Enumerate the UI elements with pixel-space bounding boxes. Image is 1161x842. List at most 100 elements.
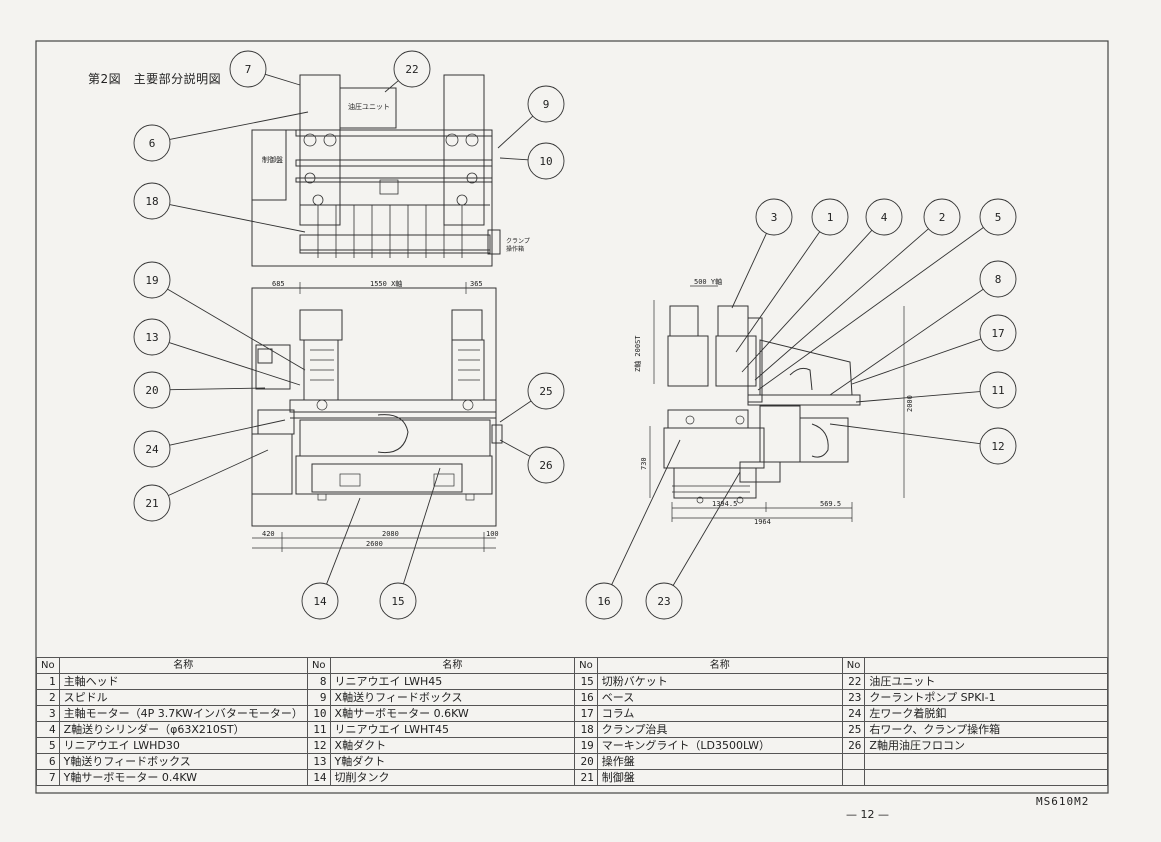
- callout-circle: [301, 582, 339, 620]
- callout-circle: [811, 198, 849, 236]
- dim-365: 365: [470, 280, 483, 288]
- part-name: 切削タンク: [329, 769, 576, 786]
- part-number: 13: [306, 753, 331, 770]
- callout-leader: [167, 288, 306, 371]
- part-name: X軸送りフィードボックス: [329, 689, 576, 706]
- label-clamp-panel-2: 操作箱: [506, 245, 524, 253]
- part-name: スピドル: [58, 689, 308, 706]
- part-number: 20: [574, 753, 598, 770]
- front-view: [251, 282, 503, 552]
- callout-circle: [585, 582, 623, 620]
- part-number: 24: [841, 705, 866, 722]
- part-name: Y軸送りフィードボックス: [58, 753, 308, 770]
- part-name: 主軸ヘッド: [58, 673, 308, 690]
- part-name: Z軸送りシリンダー（φ63X210ST）: [58, 721, 308, 738]
- callout-number: 19: [145, 274, 158, 287]
- column-header-no: No: [36, 657, 60, 674]
- callout-number: 13: [145, 331, 158, 344]
- callout-circle: [133, 484, 171, 522]
- part-name: ベース: [596, 689, 843, 706]
- callout-circle: [645, 582, 683, 620]
- part-name: Y軸サーボモーター 0.4KW: [58, 769, 308, 786]
- part-name: 制御盤: [596, 769, 843, 786]
- callout-circle: [923, 198, 961, 236]
- callout-number: 16: [597, 595, 610, 608]
- callout-leader: [326, 497, 361, 585]
- part-name: X軸サーボモーター 0.6KW: [329, 705, 576, 722]
- top-view: [251, 74, 501, 267]
- callout-circle: [979, 371, 1017, 409]
- part-number: 26: [841, 737, 866, 754]
- dim-2080: 2080: [382, 530, 399, 538]
- callout-number: 1: [827, 211, 834, 224]
- callout-number: 22: [405, 63, 418, 76]
- callout-number: 5: [995, 211, 1002, 224]
- callout-leader: [829, 423, 981, 445]
- part-number: 14: [306, 769, 331, 786]
- sheet-border: [35, 40, 1109, 794]
- callout-circle: [133, 182, 171, 220]
- callout-leader: [402, 467, 441, 584]
- callout-leader: [754, 228, 929, 381]
- part-name: 油圧ユニット: [864, 673, 1108, 690]
- part-name: クランプ治具: [596, 721, 843, 738]
- part-number: 19: [574, 737, 598, 754]
- figure-title: 第2図 主要部分説明図: [88, 72, 222, 86]
- callout-leader: [168, 342, 301, 386]
- part-name: [864, 769, 1108, 786]
- dim-685: 685: [272, 280, 285, 288]
- callout-number: 12: [991, 440, 1004, 453]
- part-name: コラム: [596, 705, 843, 722]
- part-name: 右ワーク、クランプ操作箱: [864, 721, 1108, 738]
- column-header-no: No: [574, 657, 598, 674]
- part-name: リニアウエイ LWHT45: [329, 721, 576, 738]
- callout-leader: [384, 80, 399, 93]
- document-code: MS610M2: [1036, 795, 1090, 808]
- dim-100: 100: [486, 530, 499, 538]
- callout-number: 17: [991, 327, 1004, 340]
- part-name: マーキングライト（LD3500LW）: [596, 737, 843, 754]
- callout-circle: [527, 142, 565, 180]
- callout-circle: [865, 198, 903, 236]
- callout-circle: [133, 430, 171, 468]
- dim-500: 500 Y軸: [694, 277, 722, 286]
- callout-leader: [611, 439, 681, 585]
- part-number: 21: [574, 769, 598, 786]
- part-name: [864, 753, 1108, 770]
- callout-circle: [979, 427, 1017, 465]
- part-number: 10: [306, 705, 331, 722]
- part-number: 22: [841, 673, 866, 690]
- callout-number: 6: [149, 137, 156, 150]
- part-number: 3: [36, 705, 60, 722]
- part-name: リニアウエイ LWH45: [329, 673, 576, 690]
- callout-leader: [169, 419, 286, 446]
- callout-circle: [527, 85, 565, 123]
- callout-circle: [755, 198, 793, 236]
- callout-number: 10: [539, 155, 552, 168]
- dim-420: 420: [262, 530, 275, 538]
- callout-number: 2: [939, 211, 946, 224]
- callout-number: 23: [657, 595, 670, 608]
- callout-circle: [379, 582, 417, 620]
- callout-number: 18: [145, 195, 158, 208]
- part-number: [841, 769, 866, 786]
- part-name: 操作盤: [596, 753, 843, 770]
- callout-circle: [979, 198, 1017, 236]
- callout-number: 11: [991, 384, 1004, 397]
- callout-circle: [229, 50, 267, 88]
- callout-number: 15: [391, 595, 404, 608]
- part-number: 2: [36, 689, 60, 706]
- callout-circle: [133, 124, 171, 162]
- callout-leader: [741, 229, 873, 373]
- column-header-name: 名称: [596, 657, 843, 674]
- dim-2600: 2600: [366, 540, 383, 548]
- callout-circle: [979, 260, 1017, 298]
